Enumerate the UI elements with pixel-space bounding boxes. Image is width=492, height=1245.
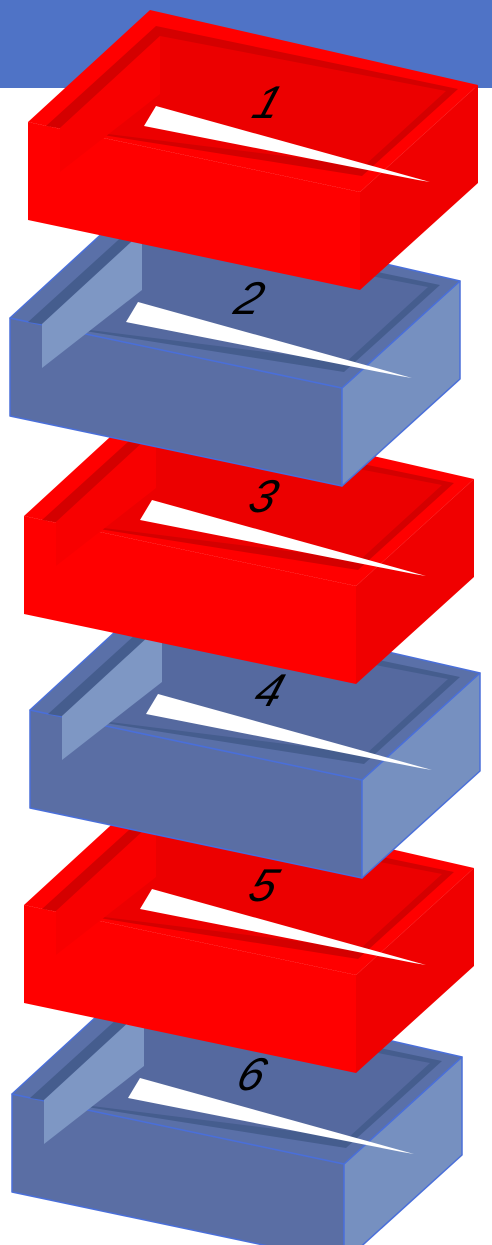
layer-opening [144, 106, 430, 182]
layer-front-face [24, 516, 356, 684]
layer-cavity-left [56, 819, 156, 955]
layer-front-face [24, 905, 356, 1073]
layer-3: 3 [24, 404, 474, 684]
layer-cavity-left [44, 1008, 144, 1144]
layer-cavity-left [42, 232, 142, 368]
layer-2: 2 [9, 205, 461, 487]
layer-cavity-left [60, 36, 160, 172]
layer-opening [126, 302, 412, 378]
layer-opening [128, 1078, 414, 1154]
layer-cavity-left [56, 430, 156, 566]
layer-opening [140, 889, 426, 965]
layer-cavity-left [62, 624, 162, 760]
layer-side-face [356, 868, 474, 1073]
layer-1: 1 [28, 10, 478, 290]
layer-front-face [28, 122, 360, 290]
layer-4: 4 [29, 597, 481, 879]
layer-side-face [356, 479, 474, 684]
layer-opening [146, 694, 432, 770]
layer-6: 6 [11, 981, 463, 1245]
layer-opening [140, 500, 426, 576]
layer-side-face [360, 85, 478, 290]
layer-5: 5 [24, 793, 474, 1073]
